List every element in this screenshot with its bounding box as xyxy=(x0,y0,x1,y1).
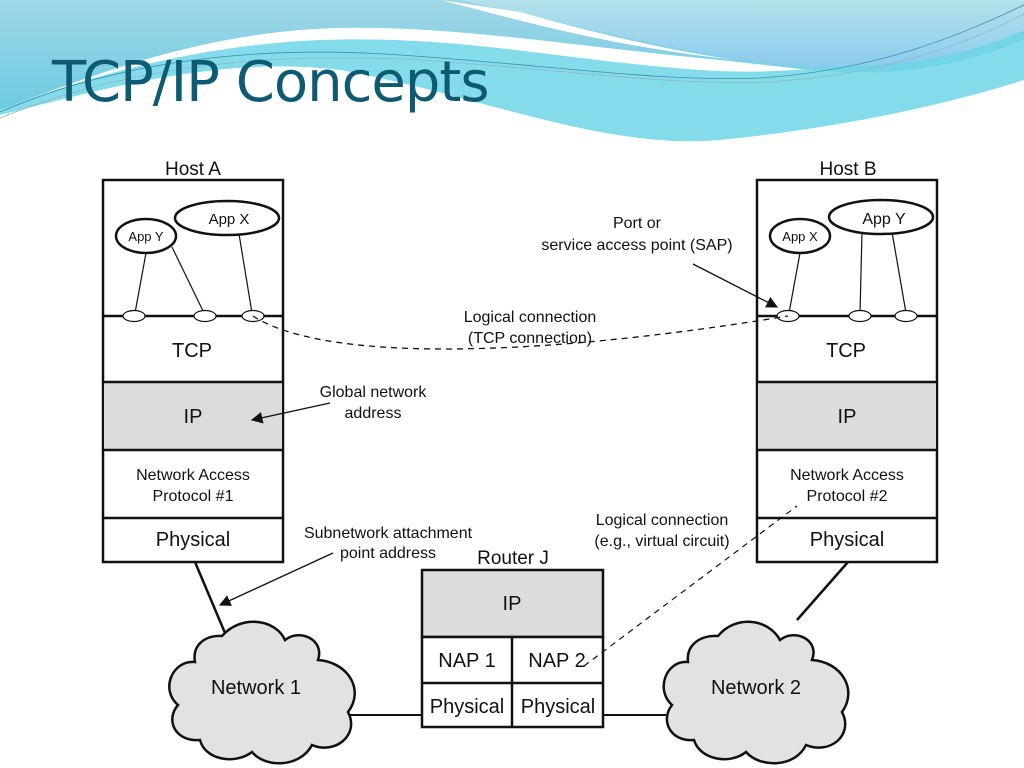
host-a-port-1 xyxy=(122,309,146,323)
global-address-label-line1: Global network xyxy=(320,384,428,401)
host-b-nap-label-line2: Protocol #2 xyxy=(807,488,888,505)
tcp-connection-label-line2: (TCP connection) xyxy=(468,330,592,347)
link-host-b-network-2 xyxy=(796,561,849,621)
host-b-nap-label-line1: Network Access xyxy=(790,467,904,484)
host-a-title: Host A xyxy=(165,159,221,180)
host-b-port-3 xyxy=(894,309,918,323)
wave-white-swoosh xyxy=(440,0,760,62)
host-b-app-y xyxy=(827,198,935,236)
host-b-app-y-link-1 xyxy=(859,231,863,314)
router-title: Router J xyxy=(477,548,549,569)
sap-arrow xyxy=(692,263,779,308)
subnet-address-label-line2: point address xyxy=(340,545,436,562)
router-ip-label: IP xyxy=(503,593,522,615)
router-j: Router J IP NAP 1 NAP 2 Physical Physica… xyxy=(420,548,605,729)
router-physical1-label: Physical xyxy=(430,696,504,718)
subnet-address-arrow xyxy=(218,552,334,606)
host-b-port-2 xyxy=(848,309,872,323)
host-a-app-y-link-2 xyxy=(171,246,205,314)
slide-title: TCP/IP Concepts xyxy=(52,50,490,115)
vc-label-line1: Logical connection xyxy=(596,512,729,529)
network-2-cloud: Network 2 xyxy=(662,620,850,765)
tcp-connection-label-line1: Logical connection xyxy=(464,309,597,326)
link-host-a-network-1 xyxy=(193,561,227,634)
subnet-address-label-line1: Subnetwork attachment xyxy=(304,525,473,542)
host-a-app-x-link xyxy=(238,233,253,314)
router-ip-layer xyxy=(420,568,605,639)
network-2-shape xyxy=(662,620,850,765)
host-b-app-x xyxy=(768,217,832,255)
tcp-logical-connection-line xyxy=(252,315,789,350)
wave-line-1 xyxy=(0,4,1024,113)
host-b-app-y-label: App Y xyxy=(862,211,906,228)
host-b: Host B App X App Y TCP IP Network Access… xyxy=(755,159,939,564)
global-address-label-line2: address xyxy=(345,405,402,422)
host-b-title: Host B xyxy=(819,159,876,180)
host-b-app-x-label: App X xyxy=(782,229,818,244)
network-1-shape xyxy=(168,620,356,765)
host-a-nap-label-line2: Protocol #1 xyxy=(153,488,234,505)
host-b-ip-layer-fill xyxy=(758,382,936,450)
host-b-physical-label: Physical xyxy=(810,529,884,551)
network-1-cloud: Network 1 xyxy=(168,620,356,765)
host-a-app-x-label: App X xyxy=(209,211,250,228)
host-a-tcp-label: TCP xyxy=(172,340,212,362)
network-1-label: Network 1 xyxy=(211,677,301,699)
network-2-label: Network 2 xyxy=(711,677,801,699)
host-a-ip-label: IP xyxy=(184,406,203,428)
router-nap1-label: NAP 1 xyxy=(438,650,495,672)
host-b-tcp-label: TCP xyxy=(826,340,866,362)
global-address-arrow xyxy=(250,402,331,424)
host-b-app-y-link-2 xyxy=(891,231,907,314)
host-a-app-y-label: App Y xyxy=(128,229,164,244)
host-a-app-x xyxy=(173,199,281,237)
router-physical2-label: Physical xyxy=(521,696,595,718)
host-a-app-y xyxy=(114,217,178,255)
host-a-physical-label: Physical xyxy=(156,529,230,551)
host-a-app-y-link-1 xyxy=(134,252,147,314)
sap-label-line2: service access point (SAP) xyxy=(541,237,732,254)
sap-label-line1: Port or xyxy=(613,215,662,232)
host-a-nap-label-line1: Network Access xyxy=(136,467,250,484)
wave-line-2 xyxy=(0,13,1024,119)
host-b-ip-label: IP xyxy=(838,406,857,428)
vc-logical-connection-line xyxy=(583,505,798,667)
router-nap2-label: NAP 2 xyxy=(528,650,585,672)
host-a: Host A App Y App X TCP IP Network Access… xyxy=(101,159,285,564)
host-a-port-2 xyxy=(193,309,217,323)
vc-label-line2: (e.g., virtual circuit) xyxy=(594,533,729,550)
host-b-app-x-link xyxy=(788,252,801,314)
wave-band-right xyxy=(460,0,1024,67)
